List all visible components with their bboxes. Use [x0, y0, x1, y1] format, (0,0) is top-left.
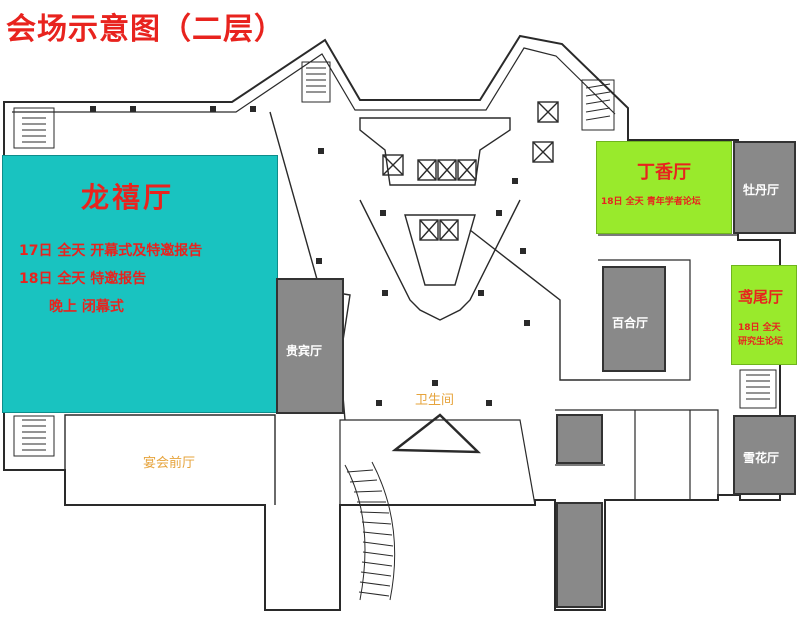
grand-staircase-icon	[344, 461, 396, 601]
room-yuanwei-note-1: 18日 全天	[738, 323, 781, 333]
room-mudan-name: 牡丹厅	[743, 183, 780, 197]
elevator-icon	[417, 159, 437, 181]
inner-wall	[12, 47, 616, 115]
room-dingxiang: 丁香厅 18日 全天 青年学者论坛	[596, 141, 732, 234]
column	[486, 400, 492, 406]
banquet-foyer-label: 宴会前厅	[143, 456, 196, 471]
room-guibin: 贵宾厅	[276, 278, 344, 414]
elevator-icon	[457, 159, 477, 181]
room-longxi-line-1: 17日 全天 开幕式及特邀报告	[19, 243, 203, 259]
column	[90, 106, 96, 112]
corridor-mid	[359, 199, 521, 321]
column	[432, 380, 438, 386]
column	[318, 148, 324, 154]
column	[210, 106, 216, 112]
elevator-icon	[537, 101, 559, 123]
column	[130, 106, 136, 112]
column	[478, 290, 484, 296]
room-longxi-name: 龙禧厅	[81, 181, 175, 214]
room-yuanwei: 鸢尾厅 18日 全天 研究生论坛	[731, 265, 797, 365]
banquet-foyer-wall	[64, 414, 276, 505]
room-mudan: 牡丹厅	[733, 141, 796, 234]
room-baihe: 百合厅	[602, 266, 666, 372]
column	[376, 400, 382, 406]
staircase-icon	[581, 79, 615, 131]
room-baihe-name: 百合厅	[612, 316, 649, 330]
elevator-icon	[439, 219, 459, 241]
room-yuanwei-name: 鸢尾厅	[738, 288, 784, 306]
toilet-label: 卫生间	[415, 393, 455, 408]
room-guibin-name: 贵宾厅	[286, 344, 323, 358]
elevator-icon	[419, 219, 439, 241]
staircase-icon	[301, 61, 331, 103]
column	[524, 320, 530, 326]
right-upper-wall	[598, 234, 738, 381]
page-title: 会场示意图（二层）	[6, 12, 285, 47]
lift-lobby	[404, 214, 476, 286]
corridor-right	[469, 229, 600, 381]
service-room	[556, 414, 603, 464]
column	[382, 290, 388, 296]
staircase-icon	[13, 107, 55, 149]
elevator-icon	[437, 159, 457, 181]
elevator-icon	[532, 141, 554, 163]
column	[512, 178, 518, 184]
staircase-icon	[13, 415, 55, 457]
service-room	[556, 502, 603, 608]
column	[496, 210, 502, 216]
room-longxi-line-2: 18日 全天 特邀报告	[19, 271, 147, 287]
column	[520, 248, 526, 254]
room-yuanwei-note-2: 研究生论坛	[738, 337, 784, 347]
column	[250, 106, 256, 112]
lower-corridor	[339, 419, 536, 506]
room-dingxiang-note: 18日 全天 青年学者论坛	[601, 197, 701, 207]
toilet-triangle	[391, 413, 482, 454]
room-xuehua: 雪花厅	[733, 415, 796, 495]
room-longxi: 龙禧厅 17日 全天 开幕式及特邀报告 18日 全天 特邀报告 晚上 闭幕式	[2, 155, 278, 413]
right-rooms	[555, 409, 719, 500]
room-longxi-line-3: 晚上 闭幕式	[49, 299, 124, 315]
elevator-icon	[382, 154, 404, 176]
staircase-icon	[739, 369, 777, 409]
column	[316, 258, 322, 264]
room-xuehua-name: 雪花厅	[743, 451, 780, 465]
room-dingxiang-name: 丁香厅	[637, 162, 691, 183]
elevator-hall	[359, 117, 511, 186]
column	[380, 210, 386, 216]
